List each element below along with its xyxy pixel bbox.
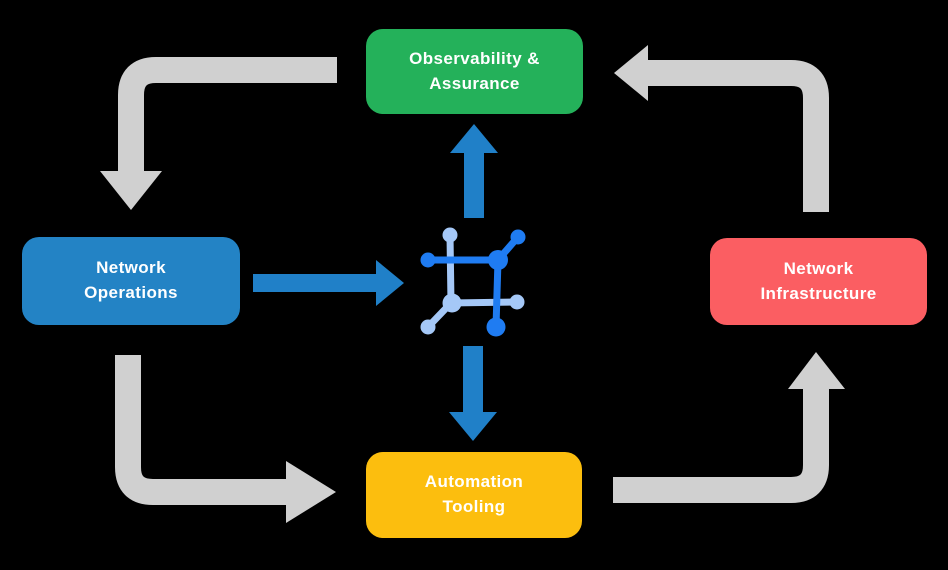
arrow-observability-to-operations [100, 57, 337, 210]
network-automation-icon [420, 227, 526, 337]
node-infrastructure-label-line2: Infrastructure [760, 283, 877, 303]
arrow-automation-to-infrastructure [613, 352, 845, 503]
node-observability-assurance: Observability & Assurance [366, 29, 583, 114]
node-operations-label: Network Operations [84, 256, 178, 305]
node-observability-label: Observability & Assurance [409, 47, 540, 96]
node-observability-label-line1: Observability & [409, 48, 540, 68]
node-automation-tooling: Automation Tooling [366, 452, 582, 538]
arrow-hub-to-automation [449, 346, 497, 441]
node-observability-label-line2: Assurance [429, 73, 520, 93]
node-automation-label: Automation Tooling [425, 470, 523, 519]
arrow-operations-to-hub [253, 260, 404, 306]
node-network-infrastructure: Network Infrastructure [710, 238, 927, 325]
node-operations-label-line1: Network [96, 258, 166, 278]
node-automation-label-line1: Automation [424, 472, 524, 492]
node-infrastructure-label-line1: Network [783, 258, 854, 278]
node-network-operations: Network Operations [22, 237, 240, 325]
arrow-operations-to-automation [115, 355, 336, 523]
node-operations-label-line2: Operations [84, 283, 178, 302]
arrow-hub-to-observability [450, 124, 498, 218]
node-automation-label-line2: Tooling [442, 497, 506, 516]
node-infrastructure-label: Network Infrastructure [760, 257, 876, 306]
arrow-infrastructure-to-observability [614, 45, 829, 212]
